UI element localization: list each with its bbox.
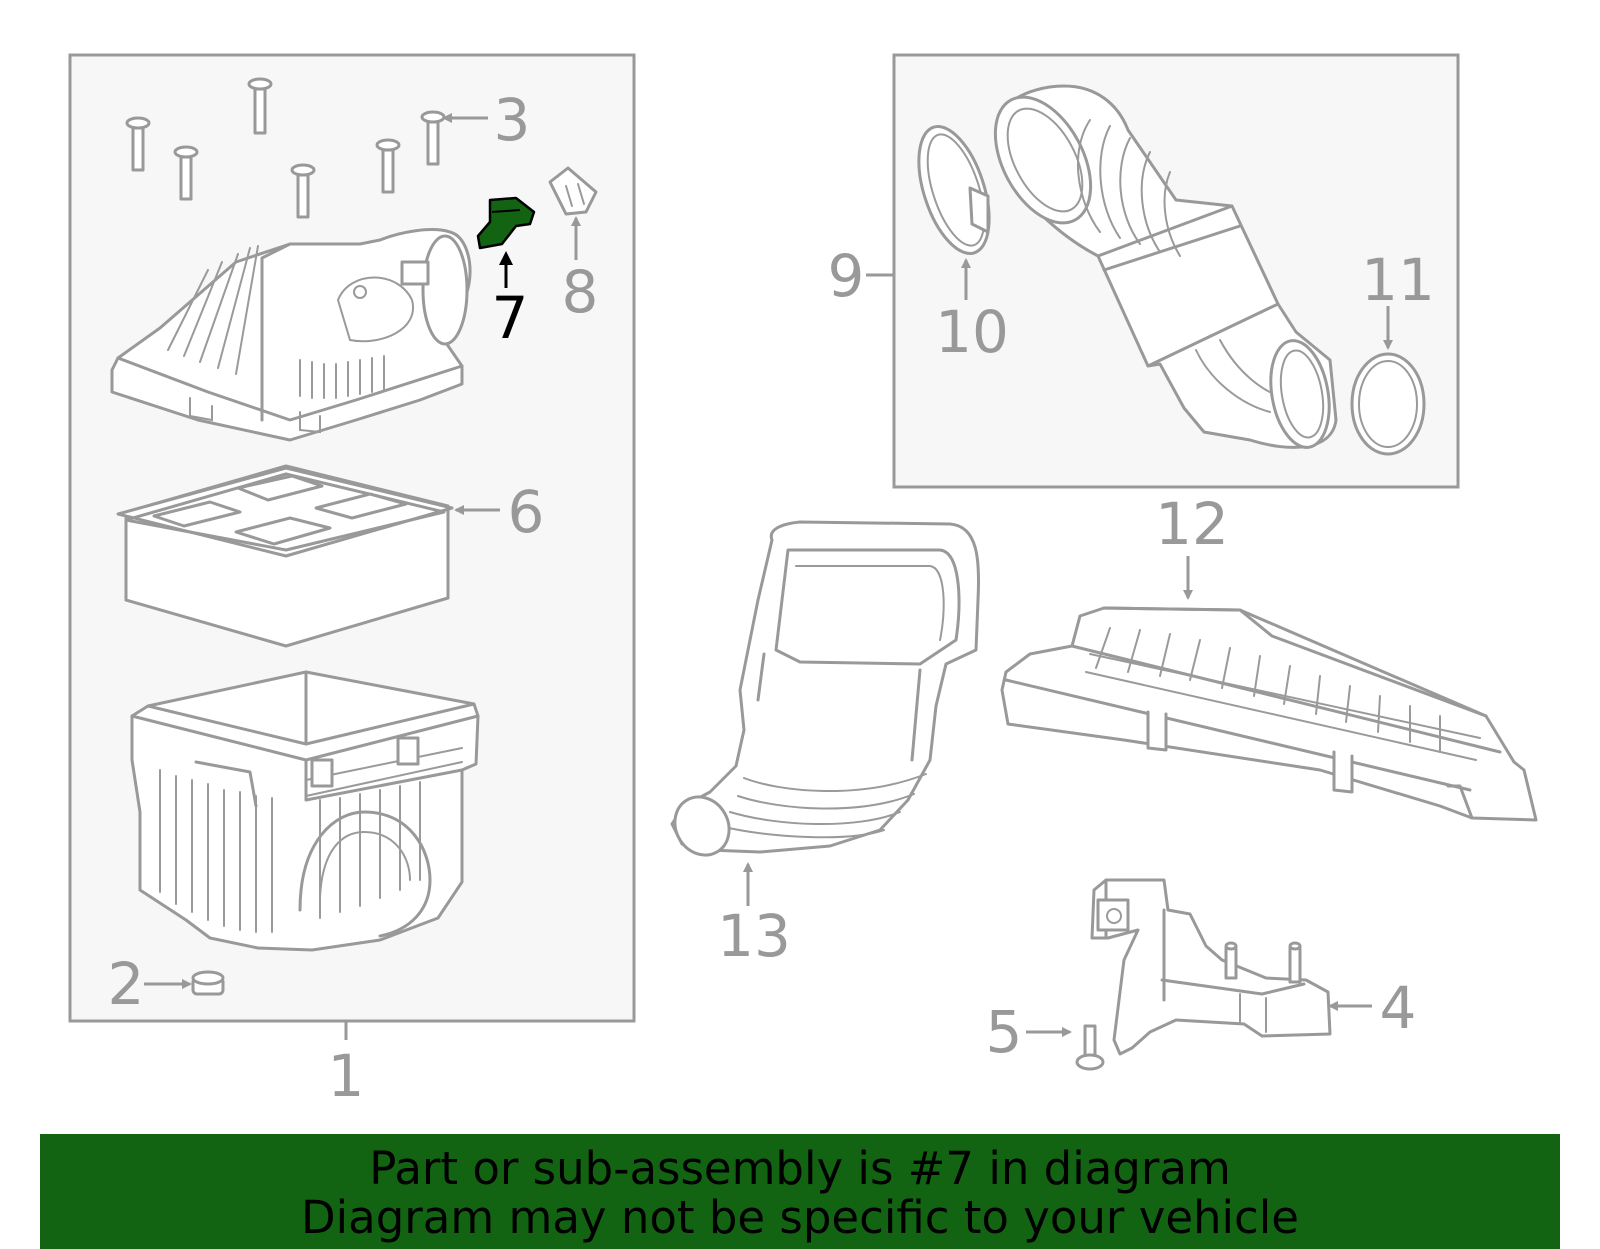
grommet-part-2 bbox=[191, 970, 225, 996]
callout-4: 4 bbox=[1380, 974, 1417, 1042]
callout-10: 10 bbox=[935, 298, 1009, 366]
banner-line-2: Diagram may not be specific to your vehi… bbox=[301, 1191, 1299, 1244]
bolt bbox=[290, 163, 316, 219]
callout-11: 11 bbox=[1361, 246, 1435, 314]
bolt bbox=[125, 116, 151, 172]
bolt bbox=[420, 110, 446, 166]
bolt-part-5 bbox=[1075, 1024, 1105, 1071]
air-filter-part-6 bbox=[116, 464, 454, 648]
air-cleaner-cover bbox=[110, 228, 472, 442]
bolt bbox=[375, 138, 401, 194]
banner-line-1: Part or sub-assembly is #7 in diagram bbox=[369, 1142, 1231, 1195]
inlet-hose bbox=[993, 84, 1338, 449]
info-banner: Part or sub-assembly is #7 in diagram Di… bbox=[40, 1134, 1560, 1249]
callout-7: 7 bbox=[492, 284, 529, 352]
clamp-part-11 bbox=[1350, 352, 1426, 456]
callout-13: 13 bbox=[717, 902, 791, 970]
callout-3: 3 bbox=[494, 86, 531, 154]
callout-6: 6 bbox=[508, 478, 545, 546]
lower-housing bbox=[130, 670, 480, 952]
callout-12: 12 bbox=[1155, 490, 1229, 558]
callout-numbers: 1 2 3 4 5 6 7 8 9 10 11 12 13 bbox=[108, 86, 1435, 1110]
clip-part-8 bbox=[548, 166, 598, 216]
intake-duct-part-13 bbox=[670, 520, 981, 857]
bolts-group bbox=[125, 77, 446, 219]
highlighted-sensor-part-7[interactable] bbox=[476, 196, 536, 250]
bolt bbox=[247, 77, 273, 135]
callout-8: 8 bbox=[562, 258, 599, 326]
bolt bbox=[173, 145, 199, 201]
callout-1: 1 bbox=[328, 1042, 365, 1110]
callout-5: 5 bbox=[986, 998, 1023, 1066]
resonator-part-12 bbox=[1000, 606, 1538, 822]
callout-9: 9 bbox=[828, 242, 865, 310]
bracket-part-4 bbox=[1090, 878, 1332, 1056]
leader-lines bbox=[144, 113, 1393, 1040]
clamp-part-10 bbox=[917, 125, 991, 255]
callout-2: 2 bbox=[108, 950, 145, 1018]
